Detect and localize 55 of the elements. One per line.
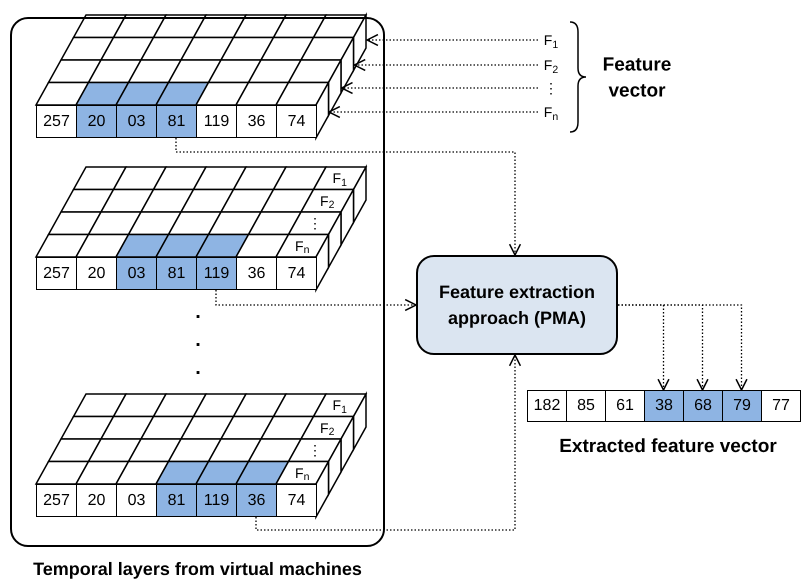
value-cell: 03 [116,484,157,517]
dotted-arrow [328,106,538,118]
value-cell: 68 [683,390,723,422]
ellipsis-dot: . [195,302,201,322]
dotted-arrow [175,138,522,256]
value-cell: 119 [196,257,237,290]
value-cell: 38 [644,390,684,422]
value-cell: 81 [156,105,197,138]
value-cell: 79 [722,390,762,422]
value-cell: 74 [276,484,317,517]
value-cell: 257 [36,257,77,290]
feature-label: F$_{2}$ [320,420,334,435]
value-cell: 77 [761,390,801,422]
value-cell: 61 [605,390,645,422]
dotted-arrow [618,304,748,391]
process-box: Feature extraction approach (PMA) [416,255,618,355]
feature-label: F$_{1}$ [332,398,347,412]
value-cell: 182 [527,390,567,422]
feature-label: F$_{2}$ [320,194,334,208]
feature-label: F$_{2}$ [538,54,564,76]
value-cell: 03 [116,257,157,290]
value-cell: 257 [36,484,77,517]
feature-label: F$_{n}$ [538,101,564,123]
value-cell: 36 [236,484,277,517]
value-cell: 03 [116,105,157,138]
value-cell: 257 [36,105,77,138]
dotted-arrow [255,354,522,531]
feature-label: F$_{1}$ [332,171,347,186]
value-cell: 74 [276,105,317,138]
feature-label: F$_{n}$ [295,466,310,480]
panel-heading: Temporal layers from virtual machines [33,558,362,581]
feature-label: ⋮ [308,216,322,230]
value-cell: 81 [156,484,197,517]
value-cell: 119 [196,105,237,138]
heading-text: Extracted feature vector [559,434,777,459]
value-cell: 74 [276,257,317,290]
value-cell: 20 [76,105,117,138]
feature-label: ⋮ [308,443,322,458]
heading-text: Feature vector [602,53,672,103]
dotted-arrow [354,58,538,72]
dotted-arrow [340,82,538,94]
value-cell: 85 [566,390,606,422]
dotted-arrow [366,34,538,46]
ellipsis-dot: . [195,330,201,350]
value-cell: 119 [196,484,237,517]
value-cell: 36 [236,257,277,290]
feature-label: F$_{1}$ [538,29,564,51]
value-cell: 81 [156,257,197,290]
feature-label: F$_{n}$ [295,238,310,253]
dotted-arrow [215,290,417,312]
feature-label: ⋮ [538,77,564,99]
value-cell: 36 [236,105,277,138]
value-cell: 20 [76,257,117,290]
ellipsis-dot: . [195,358,201,378]
value-cell: 20 [76,484,117,517]
